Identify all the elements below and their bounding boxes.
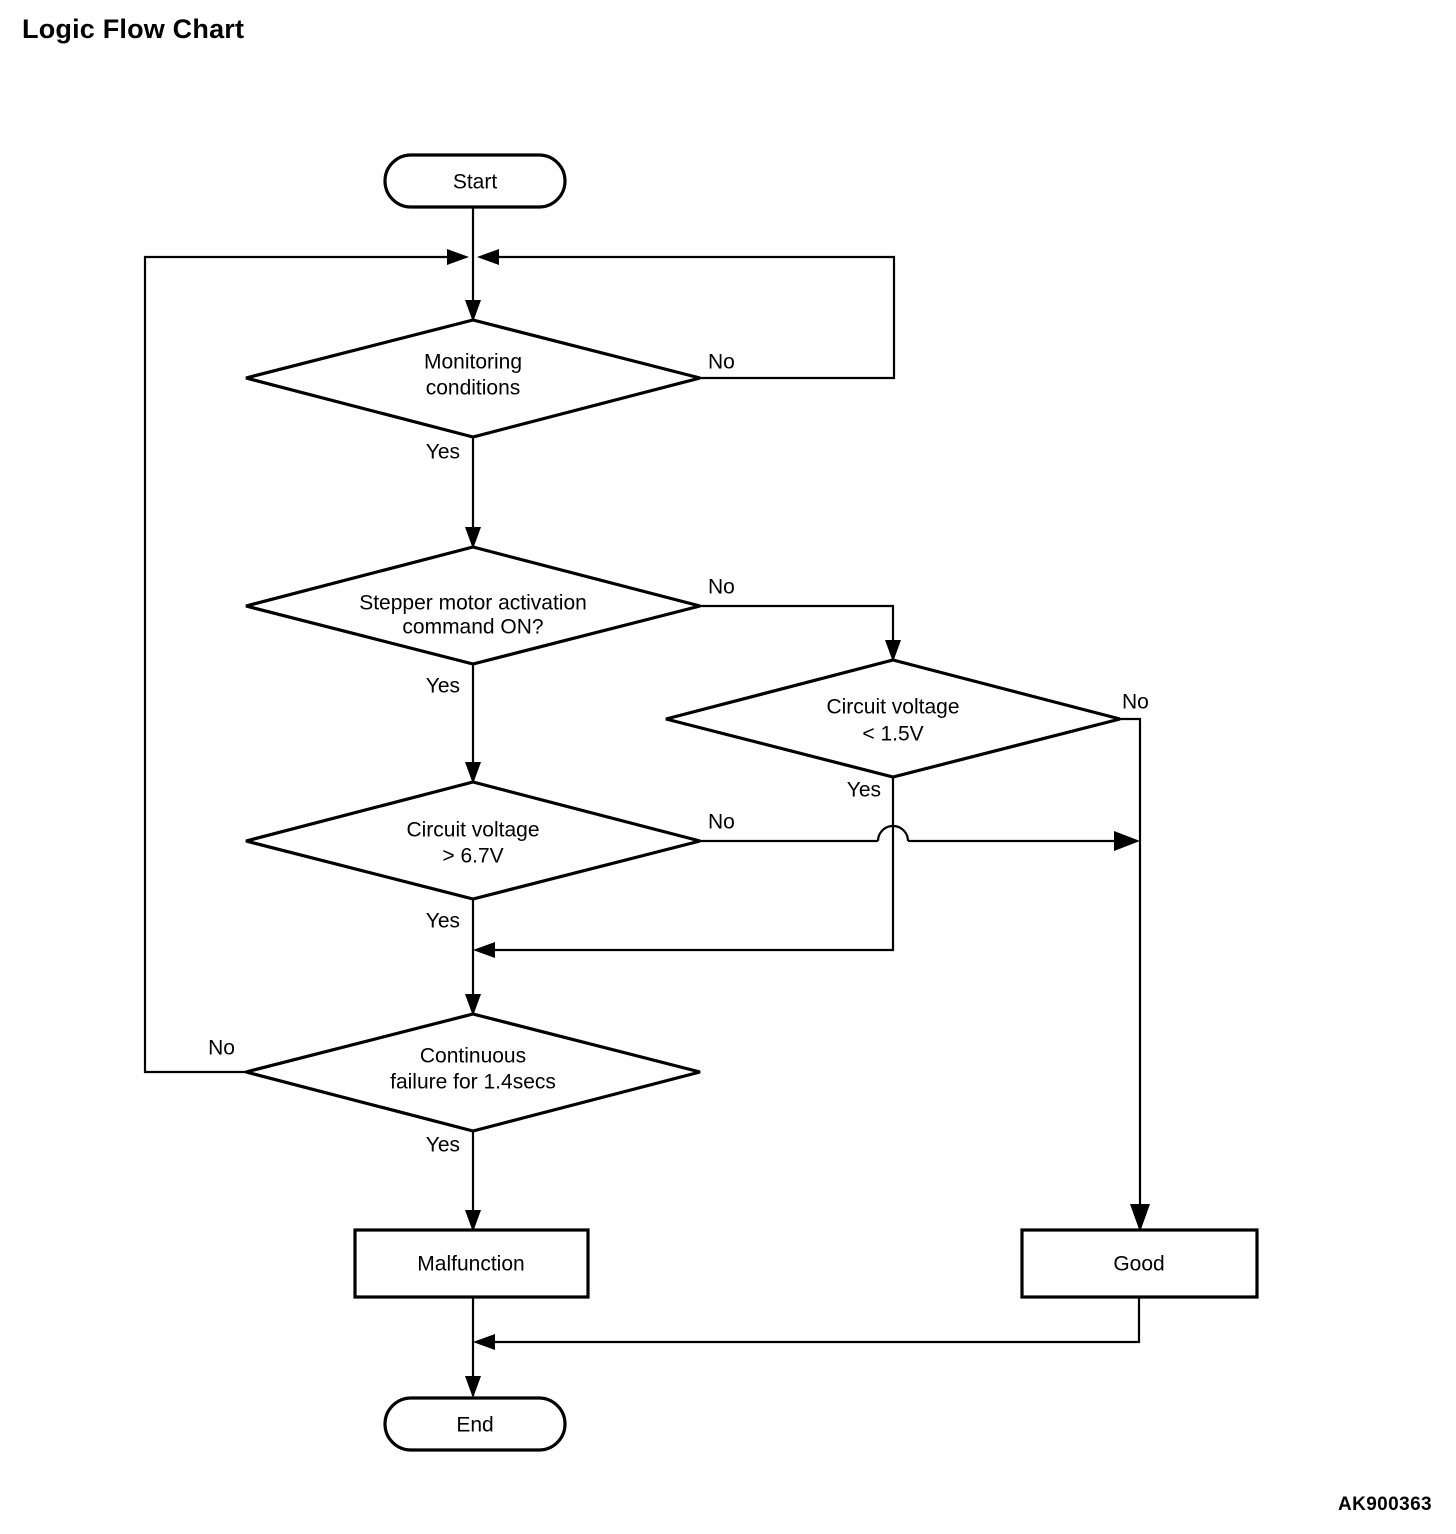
node-stepper-motor[interactable]: Stepper motor activation command ON? [245, 545, 701, 666]
edge-label-continuous-no: No [208, 1037, 235, 1060]
edge-voltlow-yes [473, 778, 895, 958]
edge-monitoring-yes [465, 438, 481, 549]
node-continuous-failure[interactable]: Continuous failure for 1.4secs [245, 1012, 701, 1133]
node-monitoring-label-line2: conditions [426, 377, 521, 400]
node-circuit-voltage-low[interactable]: Circuit voltage < 1.5V [665, 658, 1121, 779]
edge-label-monitoring-no: No [708, 351, 735, 374]
node-circuit-voltage-high[interactable]: Circuit voltage > 6.7V [245, 780, 701, 901]
edge-continuous-yes [465, 1131, 481, 1232]
edge-label-voltlow-yes: Yes [847, 779, 881, 802]
node-good[interactable]: Good [1020, 1228, 1259, 1299]
watermark-label: AK900363 [1337, 1494, 1432, 1515]
node-voltlow-label-line1: Circuit voltage [826, 696, 959, 719]
edge-label-stepper-yes: Yes [426, 675, 460, 698]
edge-label-volthigh-yes: Yes [426, 910, 460, 933]
edge-stepper-yes [465, 665, 481, 784]
edge-stepper-no [700, 604, 901, 662]
edge-label-stepper-no: No [708, 576, 735, 599]
edge-start-to-monitoring [465, 207, 481, 322]
node-start[interactable]: Start [383, 153, 567, 209]
node-continuous-label-line2: failure for 1.4secs [390, 1071, 556, 1094]
node-monitoring-conditions[interactable]: Monitoring conditions [245, 318, 701, 439]
node-malfunction[interactable]: Malfunction [353, 1228, 590, 1299]
page-title: Logic Flow Chart [22, 14, 245, 44]
edge-label-monitoring-yes: Yes [426, 441, 460, 464]
node-end[interactable]: End [383, 1396, 567, 1452]
node-stepper-label-line2: command ON? [402, 616, 543, 639]
node-good-label: Good [1113, 1253, 1164, 1276]
edge-continuous-no-loop [143, 249, 469, 1074]
edge-volthigh-yes [465, 900, 481, 1016]
edge-monitoring-no-loop [477, 249, 896, 380]
edge-good-to-end [473, 1297, 1141, 1350]
edge-malfunction-to-end [465, 1297, 481, 1398]
node-end-label: End [456, 1414, 493, 1437]
node-continuous-label-line1: Continuous [420, 1045, 526, 1068]
edge-label-volthigh-no: No [708, 811, 735, 834]
node-malfunction-label: Malfunction [417, 1253, 524, 1276]
edge-volthigh-no [700, 824, 1140, 851]
node-volthigh-label-line1: Circuit voltage [406, 819, 539, 842]
node-start-label: Start [453, 171, 498, 194]
node-voltlow-label-line2: < 1.5V [862, 723, 923, 746]
node-volthigh-label-line2: > 6.7V [442, 845, 503, 868]
edge-label-continuous-yes: Yes [426, 1134, 460, 1157]
node-monitoring-label-line1: Monitoring [424, 351, 522, 374]
edge-voltlow-no [1120, 717, 1150, 1232]
node-stepper-label-line1: Stepper motor activation [359, 592, 587, 615]
edge-label-voltlow-no: No [1122, 691, 1149, 714]
